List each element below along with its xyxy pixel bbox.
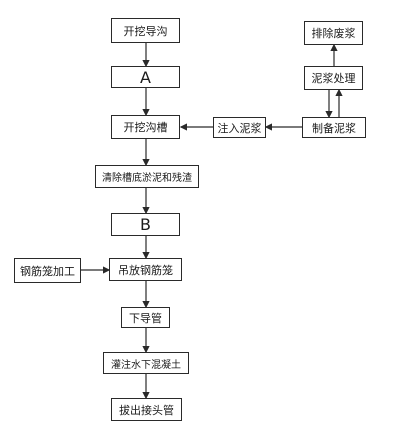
node-zhibei: 制备泥浆 [302, 117, 366, 138]
node-qingchu: 清除槽底淤泥和残渣 [95, 165, 199, 188]
node-diaofang: 吊放钢筋笼 [109, 258, 182, 281]
node-xiadaoguan: 下导管 [121, 307, 170, 328]
node-zhuru: 注入泥浆 [213, 117, 266, 138]
node-paichu: 排除废浆 [304, 21, 363, 45]
node-step-b: B [111, 213, 180, 236]
node-kaiwa-daogou: 开挖导沟 [111, 18, 180, 43]
node-gangjin-jiagong: 钢筋笼加工 [14, 258, 81, 283]
node-nijiang-chuli: 泥浆处理 [304, 66, 363, 90]
node-bachu: 拔出接头管 [111, 398, 182, 421]
node-kaiwa-gaocao: 开挖沟槽 [111, 115, 180, 139]
node-step-a: A [111, 66, 180, 88]
node-guanzhu: 灌注水下混凝土 [103, 352, 189, 374]
